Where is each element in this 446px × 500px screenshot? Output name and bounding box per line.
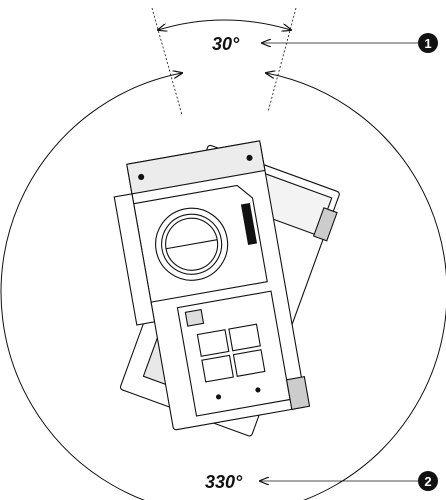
rotation-arc-30: [158, 19, 291, 30]
svg-text:1: 1: [424, 36, 431, 51]
device-illustration: [113, 140, 340, 437]
rotation-arc-330: [0, 73, 446, 500]
angle-label-30: 30°: [212, 34, 240, 54]
angle-label-330: 330°: [205, 472, 243, 492]
callout-badge-2: 2: [418, 471, 438, 491]
limit-line-right: [267, 7, 297, 113]
callout-badge-1: 1: [418, 33, 438, 53]
device-front-housing: [113, 140, 311, 431]
limit-line-left: [151, 7, 183, 116]
svg-text:2: 2: [424, 474, 431, 489]
